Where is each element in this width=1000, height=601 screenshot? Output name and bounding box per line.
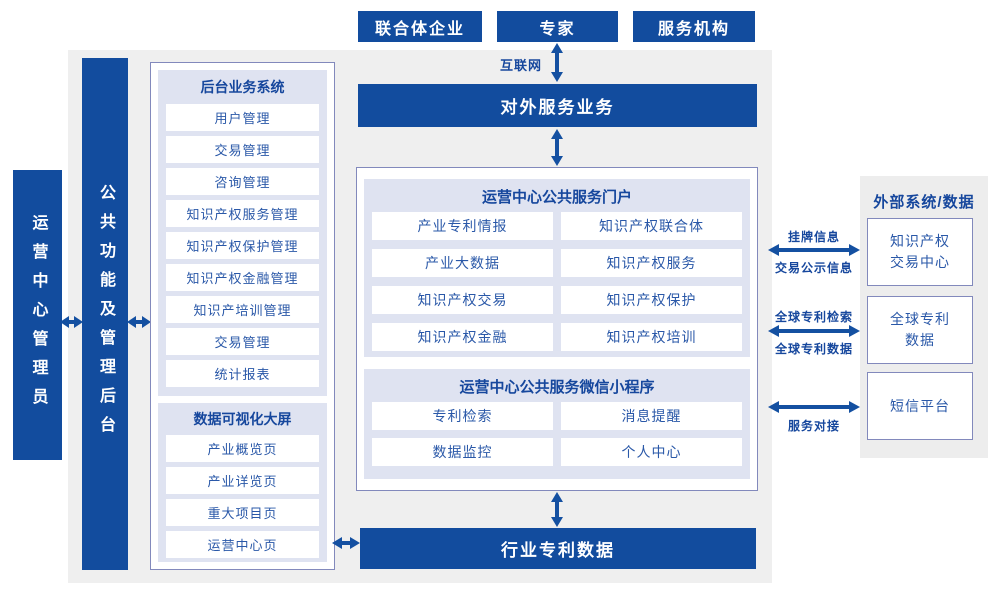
actor-label: 联合体企业	[374, 20, 465, 38]
external-box-ip-trade-center: 知识产权 交易中心	[867, 218, 973, 286]
horizontal-double-arrow-backend-icon	[127, 316, 151, 328]
portal-item: 知识产权联合体	[561, 212, 742, 240]
box-line: 知识产权	[890, 233, 950, 249]
vertical-label: 运营中心管理员	[29, 213, 47, 417]
backend-item: 知识产权保护管理	[166, 232, 319, 259]
miniprogram-title: 运营中心公共服务微信小程序	[459, 379, 655, 396]
public-functions-backend-bar: 公共功能及管理后台	[82, 58, 128, 570]
data-visualization-items: 产业概览页 产业详览页 重大项目页 运营中心页	[166, 435, 319, 558]
backend-item: 知识产权金融管理	[166, 264, 319, 291]
bar-label: 行业专利数据	[501, 541, 615, 560]
horizontal-double-arrow-trade-center-icon	[768, 244, 860, 256]
external-systems-title: 外部系统/数据	[873, 194, 975, 211]
portal-item: 产业大数据	[372, 249, 553, 277]
dashboard-item: 产业概览页	[166, 435, 319, 462]
miniprogram-item: 数据监控	[372, 438, 553, 466]
portal-item: 知识产权培训	[561, 323, 742, 351]
backend-item: 交易管理	[166, 136, 319, 163]
portal-item: 知识产权服务	[561, 249, 742, 277]
miniprogram-item: 专利检索	[372, 402, 553, 430]
portal-items-grid: 产业专利情报 知识产权联合体 产业大数据 知识产权服务 知识产权交易 知识产权保…	[372, 212, 742, 351]
operations-center-admin-box: 运营中心管理员	[13, 170, 62, 460]
portal-item: 知识产权交易	[372, 286, 553, 314]
portal-item: 产业专利情报	[372, 212, 553, 240]
backend-item: 知识产培训管理	[166, 296, 319, 323]
vertical-double-arrow-internet-icon	[551, 43, 563, 82]
vertical-label: 公共功能及管理后台	[97, 183, 114, 445]
external-box-sms-platform: 短信平台	[867, 372, 973, 440]
bar-label: 对外服务业务	[500, 98, 615, 117]
box-line: 交易中心	[890, 254, 950, 270]
backend-item: 用户管理	[166, 104, 319, 131]
backend-item: 交易管理	[166, 328, 319, 355]
backend-system-title: 后台业务系统	[200, 79, 285, 95]
dashboard-item: 产业详览页	[166, 467, 319, 494]
miniprogram-item: 个人中心	[561, 438, 742, 466]
link-label-service-docking: 服务对接	[787, 419, 840, 433]
box-line: 全球专利	[890, 311, 950, 327]
portal-item: 知识产权保护	[561, 286, 742, 314]
link-label-global-patent-search: 全球专利检索	[774, 310, 853, 324]
link-label-listing-info: 挂牌信息	[787, 230, 840, 244]
vertical-double-arrow-patent-data-icon	[551, 492, 563, 527]
data-visualization-title: 数据可视化大屏	[193, 411, 292, 427]
vertical-double-arrow-portal-icon	[551, 129, 563, 166]
external-service-business-bar: 对外服务业务	[358, 84, 757, 127]
internet-label: 互联网	[499, 58, 542, 73]
actor-label: 专家	[539, 20, 576, 38]
portal-item: 知识产权金融	[372, 323, 553, 351]
miniprogram-items-grid: 专利检索 消息提醒 数据监控 个人中心	[372, 402, 742, 466]
actor-experts: 专家	[497, 11, 618, 42]
horizontal-double-arrow-global-patent-icon	[768, 325, 860, 337]
backend-system-group: 后台业务系统 用户管理 交易管理 咨询管理 知识产权服务管理 知识产权保护管理 …	[158, 70, 327, 396]
actor-service-agencies: 服务机构	[633, 11, 755, 42]
data-visualization-group: 数据可视化大屏 产业概览页 产业详览页 重大项目页 运营中心页	[158, 403, 327, 562]
horizontal-double-arrow-sms-icon	[768, 401, 860, 413]
miniprogram-item: 消息提醒	[561, 402, 742, 430]
portal-title: 运营中心公共服务门户	[481, 189, 632, 206]
external-box-global-patent-data: 全球专利 数据	[867, 296, 973, 364]
actor-consortium-enterprises: 联合体企业	[358, 11, 482, 42]
box-line: 数据	[905, 332, 935, 348]
backend-item: 统计报表	[166, 360, 319, 387]
actor-label: 服务机构	[657, 20, 730, 38]
backend-item: 咨询管理	[166, 168, 319, 195]
backend-system-items: 用户管理 交易管理 咨询管理 知识产权服务管理 知识产权保护管理 知识产权金融管…	[166, 104, 319, 387]
link-label-global-patent-data: 全球专利数据	[774, 342, 853, 356]
dashboard-item: 重大项目页	[166, 499, 319, 526]
horizontal-double-arrow-admin-icon	[60, 316, 83, 328]
dashboard-item: 运营中心页	[166, 531, 319, 558]
backend-item: 知识产权服务管理	[166, 200, 319, 227]
link-label-trade-publicity-info: 交易公示信息	[774, 261, 853, 275]
horizontal-double-arrow-dashboard-icon	[332, 537, 360, 549]
industry-patent-data-bar: 行业专利数据	[360, 528, 756, 569]
box-line: 短信平台	[890, 397, 950, 414]
